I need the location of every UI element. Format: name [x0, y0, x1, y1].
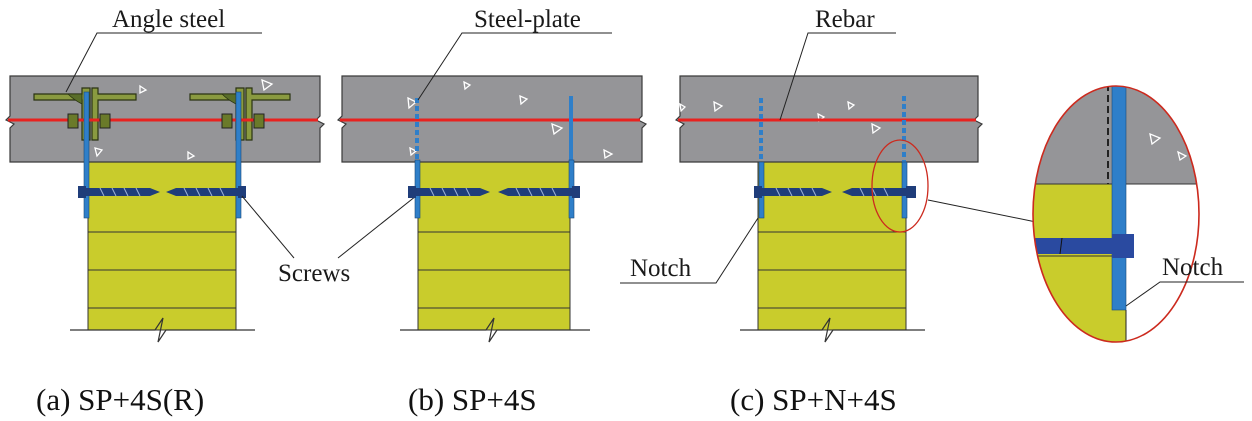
label-notch-detail: Notch	[1162, 254, 1224, 281]
timber-layers-b	[418, 231, 570, 309]
label-rebar: Rebar	[815, 6, 875, 33]
panel-a: Angle steel Screws (a) SP+4S(R)	[4, 6, 417, 417]
aggregate-marks-c	[679, 100, 882, 135]
leader-notch-detail	[1125, 281, 1244, 307]
screws-a	[78, 186, 246, 198]
caption-b: (b) SP+4S	[408, 382, 537, 417]
timber-column-b	[417, 159, 571, 331]
screws-b	[408, 186, 580, 198]
detail-marker-circle	[871, 139, 929, 233]
steel-plate-a-right	[235, 91, 242, 219]
timber-column-c	[757, 161, 907, 331]
break-line-a	[70, 317, 255, 343]
detail-view: Notch	[1032, 85, 1244, 343]
detail-screw	[1033, 238, 1112, 254]
label-steel-plate: Steel-plate	[474, 6, 581, 33]
leader-screws-b	[337, 195, 417, 259]
leader-rebar	[779, 32, 896, 121]
leader-screws-a	[241, 195, 295, 259]
label-angle-steel: Angle steel	[112, 6, 225, 33]
label-screws: Screws	[278, 260, 350, 287]
detail-connector-line	[927, 199, 1037, 223]
timber-layers-c	[758, 231, 906, 309]
panel-b: Steel-plate (b) SP+4S	[336, 6, 648, 417]
timber-layers-a	[88, 231, 236, 309]
caption-c: (c) SP+N+4S	[730, 382, 897, 417]
label-notch-c: Notch	[630, 255, 692, 282]
leader-steel-plate	[417, 32, 612, 101]
bolts-a	[67, 113, 265, 129]
leader-notch-c	[620, 217, 759, 284]
break-line-b	[400, 317, 590, 343]
steel-plate-a-left	[83, 91, 90, 219]
leader-angle-steel	[65, 32, 262, 93]
break-line-c	[740, 317, 925, 343]
caption-a: (a) SP+4S(R)	[36, 382, 204, 417]
detail-steel-plate	[1111, 86, 1127, 311]
aggregate-marks-a	[94, 78, 274, 161]
detail-circle-outline	[1032, 85, 1200, 343]
panel-c: Rebar Notch (c) SP+N+4S	[620, 6, 1037, 417]
screws-c	[754, 186, 916, 198]
aggregate-marks-b	[407, 80, 614, 160]
timber-column-a	[87, 159, 237, 331]
